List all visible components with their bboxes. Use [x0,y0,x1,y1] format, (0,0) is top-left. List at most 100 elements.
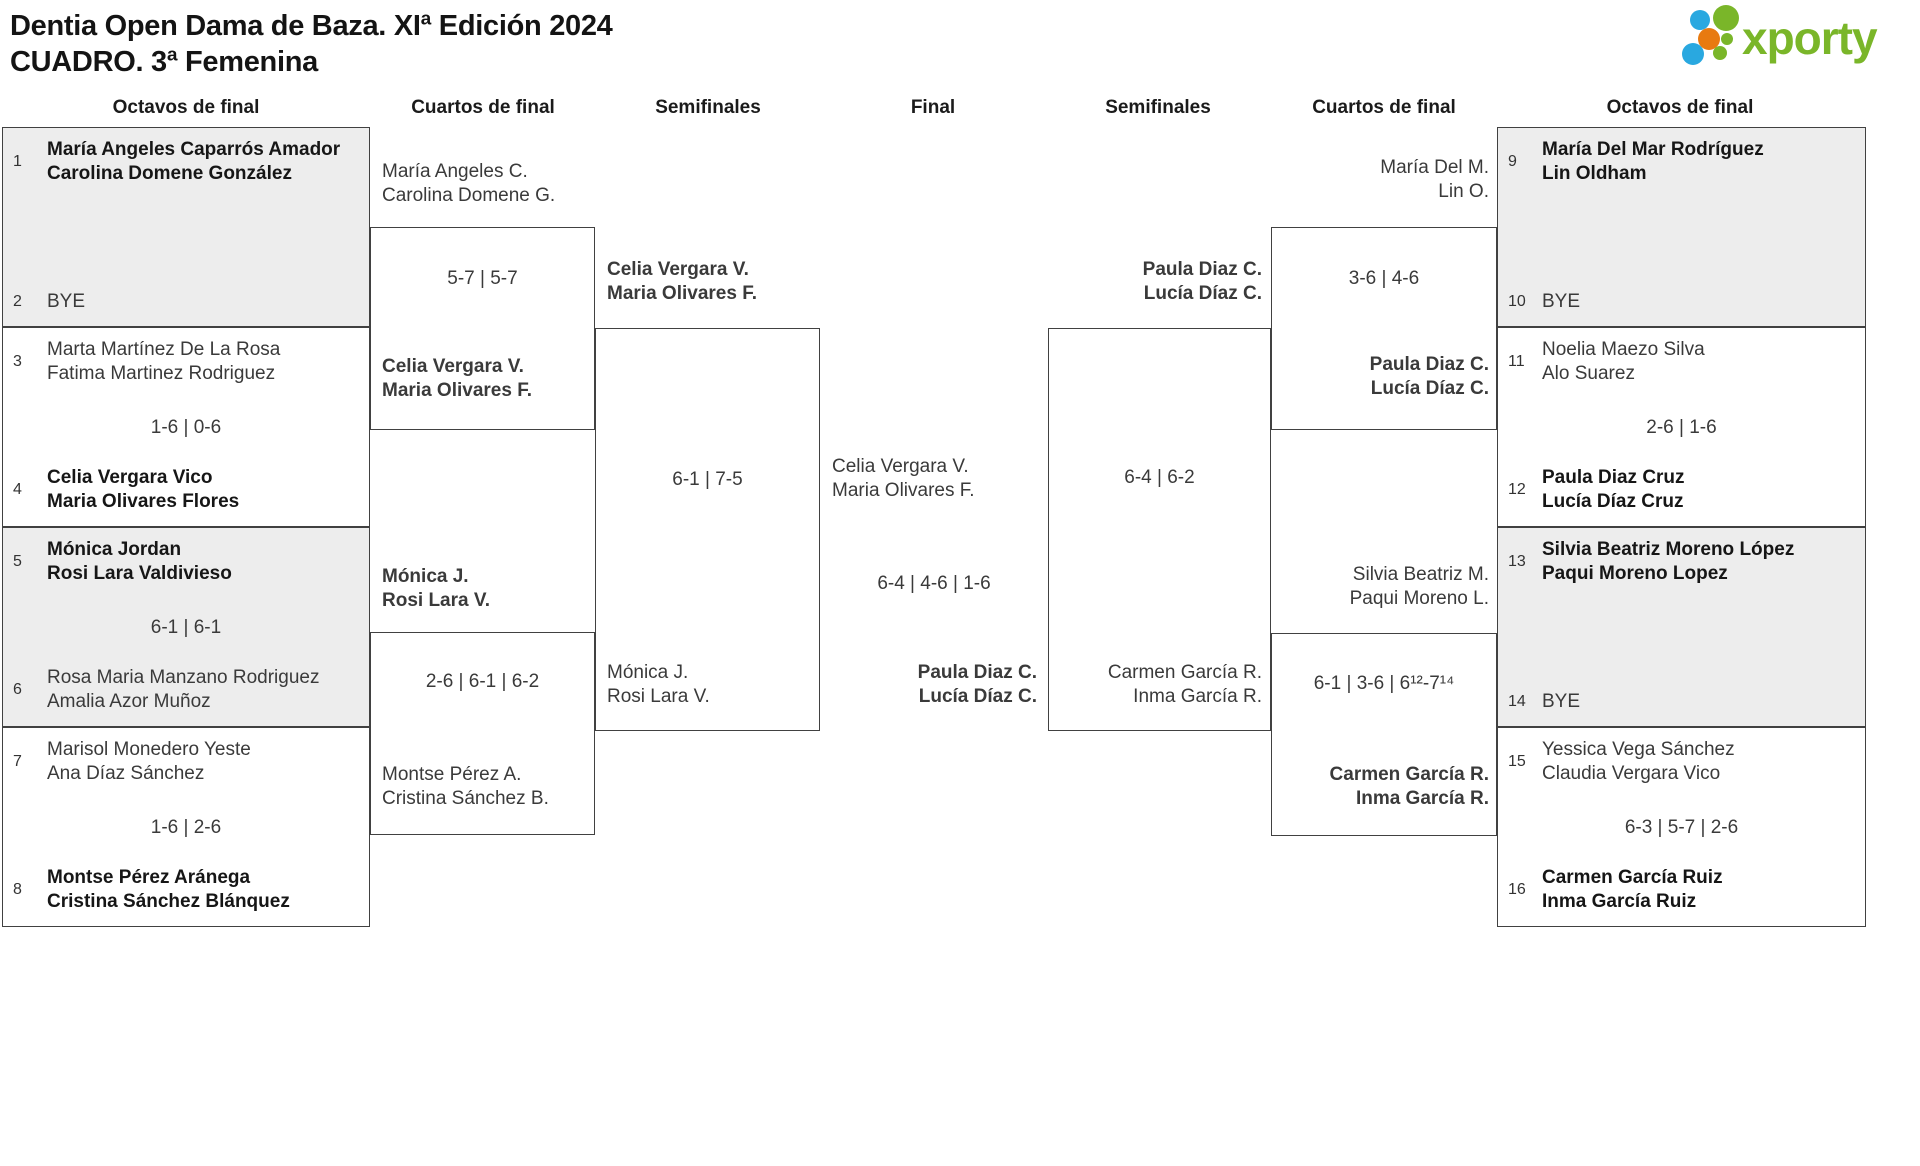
logo-dot-icon [1721,33,1733,45]
match-score: 6-1 | 7-5 [672,469,743,490]
team-slot: 1 María Angeles Caparrós Amador Carolina… [13,138,361,186]
octavos-match-box-3: 5 Mónica Jordan Rosi Lara Valdivieso 6-1… [2,527,370,727]
seed-number: 16 [1508,881,1526,898]
match-score: 1-6 | 2-6 [150,817,222,838]
round-header-final: Final [910,97,956,118]
match-score: 1-6 | 0-6 [150,417,222,438]
team-name: María Angeles Caparrós Amador Carolina D… [47,139,341,184]
team-name: BYE [1542,291,1581,312]
team-slot: 2 BYE [13,290,361,314]
team-name: María Del M. Lin O. [1380,157,1489,202]
round-header-semis-right: Semifinales [1105,97,1211,118]
team-name: Celia Vergara V. Maria Olivares F. [382,356,532,401]
team-name: Mónica Jordan Rosi Lara Valdivieso [47,539,232,584]
logo-dot-icon [1713,5,1739,31]
team-slot: 13 Silvia Beatriz Moreno López Paqui Mor… [1508,538,1857,586]
logo-dot-icon [1713,46,1727,60]
seed-number: 3 [13,353,22,370]
page-header: Dentia Open Dama de Baza. XIª Edición 20… [10,8,613,80]
team-slot: 8 Montse Pérez Aránega Cristina Sánchez … [13,866,361,914]
team-name: Yessica Vega Sánchez Claudia Vergara Vic… [1542,739,1735,784]
team-name: Paula Diaz C. Lucía Díaz C. [1369,354,1489,399]
xporty-logo[interactable]: xporty [1678,4,1918,70]
team-name: Carmen García R. Inma García R. [1107,662,1262,707]
team-name: Noelia Maezo Silva Alo Suarez [1542,339,1705,384]
seed-number: 11 [1508,353,1525,370]
match-score: 6-3 | 5-7 | 2-6 [1624,817,1739,838]
team-slot: 4 Celia Vergara Vico Maria Olivares Flor… [13,466,361,514]
team-name: María Del Mar Rodríguez Lin Oldham [1542,139,1764,184]
octavos-match-box-6: 11 Noelia Maezo Silva Alo Suarez 2-6 | 1… [1497,327,1866,527]
team-name: Carmen García Ruiz Inma García Ruiz [1542,867,1723,912]
seed-number: 7 [13,753,22,770]
cuartos-right-top-box [1271,227,1497,430]
team-name: Paula Diaz C. Lucía Díaz C. [1142,259,1262,304]
logo-dot-icon [1682,43,1704,65]
page-title: Dentia Open Dama de Baza. XIª Edición 20… [10,10,613,42]
team-name: Paula Diaz C. Lucía Díaz C. [917,662,1037,707]
seed-number: 5 [13,553,22,570]
team-name: Montse Pérez Aránega Cristina Sánchez Bl… [47,867,290,912]
octavos-match-box-8: 15 Yessica Vega Sánchez Claudia Vergara … [1497,727,1866,927]
seed-number: 1 [13,153,22,170]
round-header-semis-left: Semifinales [655,97,761,118]
cuartos-right-bottom-box [1271,633,1497,836]
team-name: BYE [47,291,86,312]
cuartos-left-bottom-box [370,632,595,835]
team-slot: 11 Noelia Maezo Silva Alo Suarez [1508,338,1857,386]
team-name: Paula Diaz Cruz Lucía Díaz Cruz [1542,467,1685,512]
semifinal-right-box [1048,328,1271,731]
round-header-cuartos-left: Cuartos de final [411,97,555,118]
match-score: 6-1 | 6-1 [150,617,222,638]
seed-number: 8 [13,881,22,898]
page-subtitle: CUADRO. 3ª Femenina [10,46,318,78]
team-slot: 6 Rosa Maria Manzano Rodriguez Amalia Az… [13,666,361,714]
match-score: 6-1 | 3-6 | 6¹²-7¹⁴ [1313,673,1455,694]
octavos-match-box-7: 13 Silvia Beatriz Moreno López Paqui Mor… [1497,527,1866,727]
octavos-match-box-2: 3 Marta Martínez De La Rosa Fatima Marti… [2,327,370,527]
seed-number: 4 [13,481,22,498]
team-slot: 12 Paula Diaz Cruz Lucía Díaz Cruz [1508,466,1857,514]
team-slot: 7 Marisol Monedero Yeste Ana Díaz Sánche… [13,738,361,786]
octavos-match-box-5: 9 María Del Mar Rodríguez Lin Oldham 10 … [1497,127,1866,327]
seed-number: 2 [13,293,22,310]
seed-number: 10 [1508,293,1526,310]
team-slot: 5 Mónica Jordan Rosi Lara Valdivieso [13,538,361,586]
team-slot: 3 Marta Martínez De La Rosa Fatima Marti… [13,338,361,386]
match-score: 3-6 | 4-6 [1348,268,1420,289]
team-name: María Angeles C. Carolina Domene G. [382,161,556,206]
xporty-logo-text: xporty [1742,12,1878,64]
team-name: Silvia Beatriz M. Paqui Moreno L. [1349,564,1489,609]
cuartos-left-top-box [370,227,595,430]
team-name: Carmen García R. Inma García R. [1329,764,1489,809]
seed-number: 12 [1508,481,1526,498]
team-name: Rosa Maria Manzano Rodriguez Amalia Azor… [47,667,320,712]
team-slot: 16 Carmen García Ruiz Inma García Ruiz [1508,866,1857,914]
seed-number: 6 [13,681,22,698]
match-score: 6-4 | 4-6 | 1-6 [877,573,991,594]
logo-dot-icon [1698,28,1720,50]
team-name: Silvia Beatriz Moreno López Paqui Moreno… [1542,539,1795,584]
team-name: Celia Vergara V. Maria Olivares F. [607,259,757,304]
seed-number: 9 [1508,153,1517,170]
round-header-cuartos-right: Cuartos de final [1312,97,1456,118]
team-name: BYE [1542,691,1581,712]
round-header-octavos-right: Octavos de final [1606,97,1754,118]
semifinal-left-box [595,328,820,731]
team-slot: 14 BYE [1508,690,1857,714]
seed-number: 15 [1508,753,1526,770]
team-name: Celia Vergara V. Maria Olivares F. [832,456,975,501]
team-name: Marisol Monedero Yeste Ana Díaz Sánchez [47,739,251,784]
match-score: 2-6 | 1-6 [1646,417,1717,438]
octavos-match-box-1: 1 María Angeles Caparrós Amador Carolina… [2,127,370,327]
logo-dot-icon [1690,10,1710,30]
team-name: Marta Martínez De La Rosa Fatima Martine… [47,339,281,384]
seed-number: 13 [1508,553,1526,570]
team-name: Mónica J. Rosi Lara V. [607,662,710,707]
match-score: 2-6 | 6-1 | 6-2 [425,671,540,692]
team-slot: 10 BYE [1508,290,1857,314]
team-name: Mónica J. Rosi Lara V. [382,566,491,611]
seed-number: 14 [1508,693,1526,710]
round-header-octavos-left: Octavos de final [112,97,260,118]
